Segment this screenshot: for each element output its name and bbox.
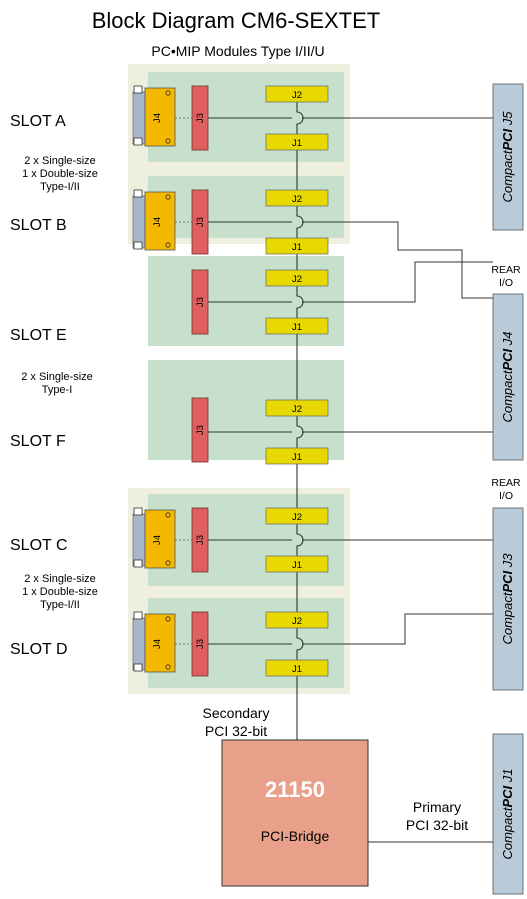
j3-label-f: J3 bbox=[195, 425, 206, 435]
j1-label-c: J1 bbox=[292, 560, 302, 571]
slot-c-label: SLOT C bbox=[10, 537, 68, 554]
j1-label-b: J1 bbox=[292, 242, 302, 253]
j2-connector-d bbox=[265, 611, 329, 629]
compactpci-j4-label: CompactPCI J4 bbox=[500, 331, 515, 422]
j1-connector-c bbox=[265, 555, 329, 573]
j4-label-b: J4 bbox=[152, 217, 163, 227]
compactpci-j4-connector bbox=[492, 293, 524, 461]
j2-label-a: J2 bbox=[292, 90, 302, 101]
j1-connector-e bbox=[265, 317, 329, 335]
rear-io-label-1-line1: REAR bbox=[491, 264, 521, 276]
j3-label-e: J3 bbox=[195, 297, 206, 307]
slot-e-label: SLOT E bbox=[10, 327, 67, 344]
slot-f-label: SLOT F bbox=[10, 433, 66, 450]
j3-connector-f bbox=[191, 397, 209, 463]
module-slot-b bbox=[148, 176, 344, 238]
pci-bridge-box bbox=[221, 739, 369, 887]
group-ef-note-line1: 2 x Single-size bbox=[21, 371, 93, 383]
j1-label-d: J1 bbox=[292, 664, 302, 675]
j4-label-a: J4 bbox=[152, 113, 163, 123]
primary-pci-label-line2: PCI 32-bit bbox=[406, 817, 468, 833]
j2-connector-f bbox=[265, 399, 329, 417]
j1-connector-d bbox=[265, 659, 329, 677]
j4-bracket-d bbox=[132, 611, 176, 673]
compactpci-j3-connector bbox=[492, 507, 524, 691]
j4-j3-dashed-links bbox=[175, 117, 192, 645]
diagram-title: Block Diagram CM6-SEXTET bbox=[92, 8, 381, 33]
j2-connector-e bbox=[265, 269, 329, 287]
group-ab-note-line1: 2 x Single-size bbox=[24, 155, 96, 167]
group-ab-note-line2: 1 x Double-size bbox=[22, 168, 98, 180]
j4-bracket-b bbox=[132, 189, 176, 251]
j3-label-d: J3 bbox=[195, 639, 206, 649]
j4-label-c: J4 bbox=[152, 535, 163, 545]
compactpci-j3-label: CompactPCI J3 bbox=[500, 553, 515, 645]
j1-label-f: J1 bbox=[292, 452, 302, 463]
j1-label-a: J1 bbox=[292, 138, 302, 149]
group-ef-note-line2: Type-I bbox=[42, 384, 73, 396]
j2-label-e: J2 bbox=[292, 274, 302, 285]
j2-connector-c bbox=[265, 507, 329, 525]
j4-bracket-a bbox=[132, 85, 176, 147]
primary-pci-label-line1: Primary bbox=[413, 799, 461, 815]
compactpci-j5-label: CompactPCI J5 bbox=[500, 111, 515, 203]
group-cd-note-line3: Type-I/II bbox=[40, 599, 80, 611]
diagram-subtitle: PC•MIP Modules Type I/II/U bbox=[151, 43, 324, 59]
j3-label-a: J3 bbox=[195, 113, 206, 123]
compactpci-j1-label: CompactPCI J1 bbox=[500, 768, 515, 859]
j4-bracket-c bbox=[132, 507, 176, 569]
rear-io-label-2-line2: I/O bbox=[499, 490, 513, 502]
rear-io-lines bbox=[208, 117, 493, 645]
j1-connector-f bbox=[265, 447, 329, 465]
j2-label-d: J2 bbox=[292, 616, 302, 627]
j1-connector-a bbox=[265, 133, 329, 151]
j4-label-d: J4 bbox=[152, 639, 163, 649]
compactpci-j1-connector bbox=[492, 733, 524, 895]
j2-label-c: J2 bbox=[292, 512, 302, 523]
j2-label-b: J2 bbox=[292, 194, 302, 205]
secondary-pci-label-line2: PCI 32-bit bbox=[205, 723, 267, 739]
compactpci-j5-connector bbox=[492, 83, 524, 231]
bridge-name-label: PCI-Bridge bbox=[261, 828, 330, 844]
slot-b-label: SLOT B bbox=[10, 217, 67, 234]
j1-connector-b bbox=[265, 237, 329, 255]
group-ab-note-line3: Type-I/II bbox=[40, 181, 80, 193]
secondary-pci-label-line1: Secondary bbox=[203, 705, 270, 721]
rear-io-label-2-line1: REAR bbox=[491, 477, 521, 489]
j1-label-e: J1 bbox=[292, 322, 302, 333]
rear-io-label-1-line2: I/O bbox=[499, 277, 513, 289]
j3-label-b: J3 bbox=[195, 217, 206, 227]
slot-a-label: SLOT A bbox=[10, 113, 66, 130]
group-cd-note-line2: 1 x Double-size bbox=[22, 586, 98, 598]
j2-connector-b bbox=[265, 189, 329, 207]
slot-d-label: SLOT D bbox=[10, 641, 68, 658]
bridge-chip-label: 21150 bbox=[265, 777, 325, 802]
group-cd-note-line1: 2 x Single-size bbox=[24, 573, 96, 585]
j2-connector-a bbox=[265, 85, 329, 103]
j2-label-f: J2 bbox=[292, 404, 302, 415]
j3-label-c: J3 bbox=[195, 535, 206, 545]
